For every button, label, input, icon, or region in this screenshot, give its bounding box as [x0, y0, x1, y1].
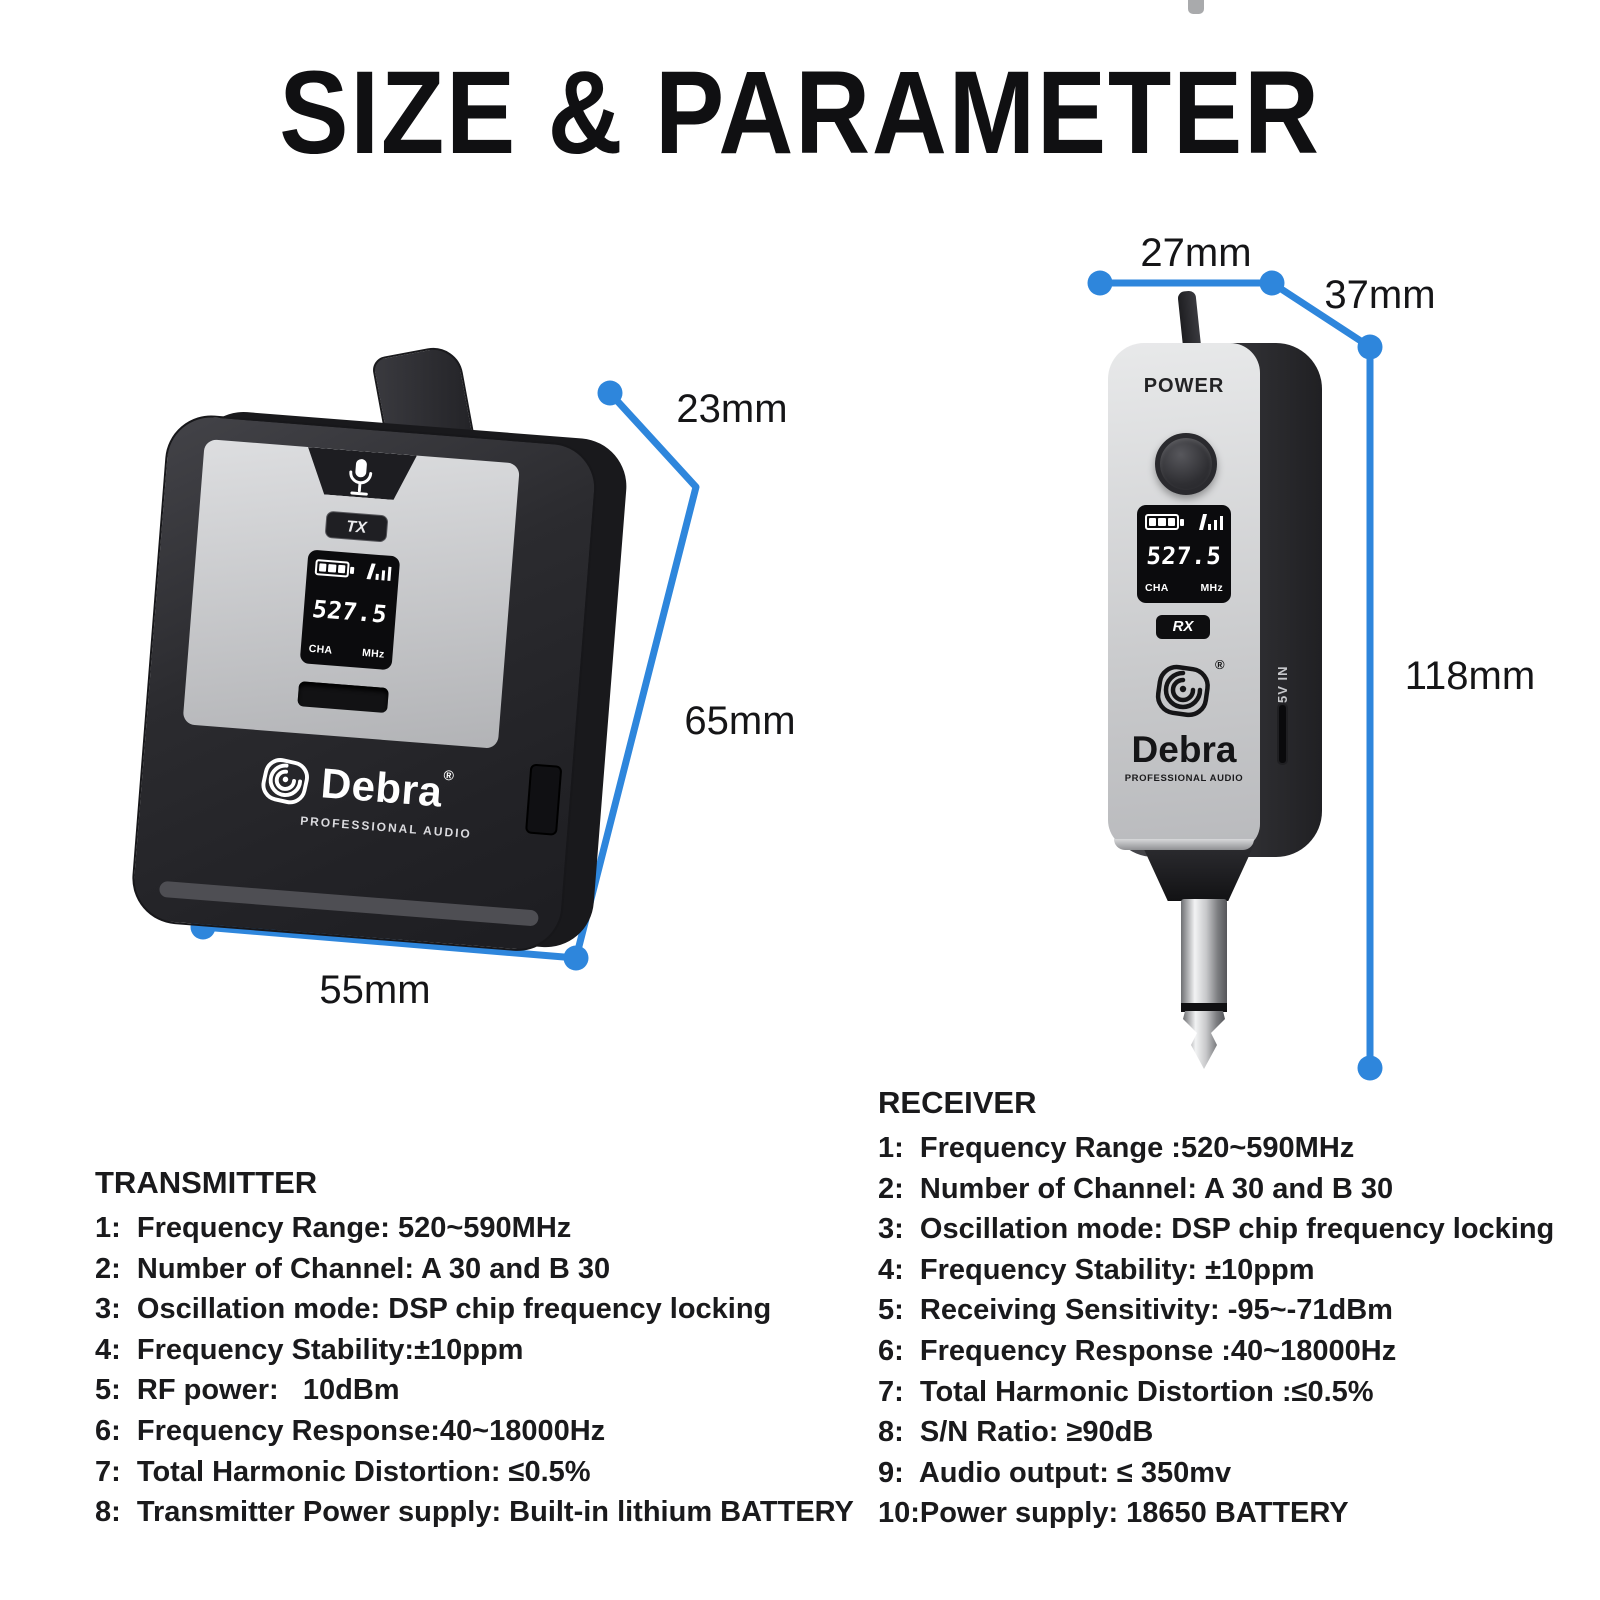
rx-lcd-display: 527.5 CHA MHz [1137, 505, 1231, 603]
tx-unit-label: MHz [361, 646, 386, 661]
transmitter-specs: TRANSMITTER 1: Frequency Range: 520~590M… [95, 1163, 854, 1533]
receiver-specs-heading: RECEIVER [878, 1085, 1037, 1120]
receiver-spec-item: 7: Total Harmonic Distortion :≤0.5% [878, 1375, 1374, 1408]
page-title: SIZE & PARAMETER [279, 47, 1321, 179]
rx-depth-label: 37mm [1324, 273, 1436, 317]
transmitter-side-button [524, 763, 563, 836]
battery-icon [314, 559, 350, 578]
receiver-spec-item: 10:Power supply: 18650 BATTERY [878, 1497, 1349, 1530]
transmitter-spec-item: 3: Oscillation mode: DSP chip frequency … [95, 1293, 772, 1326]
tx-badge: TX [324, 510, 389, 543]
jack-plug-shaft [1181, 899, 1227, 1009]
receiver-device: POWER 527.5 CHA MHz RX ® Debra PROFESSIO… [1085, 205, 1375, 1095]
jack-collar [1142, 845, 1254, 901]
receiver-spec-item: 4: Frequency Stability: ±10ppm [878, 1253, 1315, 1286]
transmitter-spec-item: 5: RF power: 10dBm [95, 1374, 400, 1407]
power-label: POWER [1143, 375, 1225, 397]
receiver-spec-item: 2: Number of Channel: A 30 and B 30 [878, 1172, 1394, 1205]
receiver-spec-item: 6: Frequency Response :40~18000Hz [878, 1334, 1397, 1367]
jack-plug-ring [1181, 1003, 1227, 1012]
debra-logo-icon [261, 758, 309, 805]
debra-logo-icon [1155, 664, 1210, 718]
power-input-label: 5V IN [1275, 665, 1290, 703]
rx-frequency-value: 527.5 [1145, 542, 1223, 570]
transmitter-spec-item: 6: Frequency Response:40~18000Hz [95, 1414, 606, 1447]
rx-brand-subtitle: PROFESSIONAL AUDIO [1124, 773, 1244, 784]
signal-icon [1201, 514, 1223, 530]
jack-plug-tip [1183, 1011, 1225, 1069]
transmitter-spec-item: 2: Number of Channel: A 30 and B 30 [95, 1252, 611, 1285]
rx-unit-label: MHz [1200, 582, 1223, 594]
tx-width-label: 55mm [319, 968, 431, 1012]
receiver-spec-item: 1: Frequency Range :520~590MHz [878, 1132, 1355, 1164]
tx-lcd-display: 527.5 CHA MHz [299, 549, 401, 671]
transmitter-spec-item: 7: Total Harmonic Distortion: ≤0.5% [95, 1455, 591, 1488]
tx-depth-label: 23mm [676, 387, 788, 431]
tx-frequency-value: 527.5 [310, 595, 390, 629]
microphone-icon [349, 459, 373, 496]
tx-channel-label: CHA [308, 642, 333, 657]
receiver-spec-item: 8: S/N Ratio: ≥90dB [878, 1416, 1154, 1449]
rx-channel-label: CHA [1145, 582, 1169, 594]
receiver-spec-item: 5: Receiving Sensitivity: -95~-71dBm [878, 1294, 1393, 1327]
rx-badge: RX [1156, 615, 1210, 639]
receiver-spec-item: 3: Oscillation mode: DSP chip frequency … [878, 1213, 1555, 1246]
signal-icon [368, 563, 392, 581]
power-button [1155, 433, 1217, 495]
cable-stub [1188, 0, 1204, 14]
transmitter-specs-heading: TRANSMITTER [95, 1165, 318, 1200]
receiver-spec-item: 9: Audio output: ≤ 350mv [878, 1456, 1232, 1489]
usb-port [1277, 703, 1288, 765]
transmitter-device: TX 527.5 CHA MHz Debra® PROFESSIONAL AUD… [84, 321, 692, 1003]
receiver-specs: RECEIVER 1: Frequency Range :520~590MHz … [878, 1083, 1554, 1534]
rx-height-label: 118mm [1404, 654, 1536, 698]
registered-mark: ® [443, 766, 456, 784]
tx-brand-name: Debra® [319, 759, 456, 816]
transmitter-spec-item: 4: Frequency Stability:±10ppm [95, 1333, 524, 1366]
rx-brand-name: Debra [1131, 729, 1237, 770]
registered-mark: ® [1215, 657, 1225, 672]
transmitter-spec-item: 1: Frequency Range: 520~590MHz [95, 1212, 572, 1244]
transmitter-spec-item: 8: Transmitter Power supply: Built-in li… [95, 1496, 854, 1529]
battery-icon [1145, 514, 1184, 530]
tx-height-label: 65mm [684, 699, 796, 743]
rx-width-label: 27mm [1140, 231, 1252, 275]
